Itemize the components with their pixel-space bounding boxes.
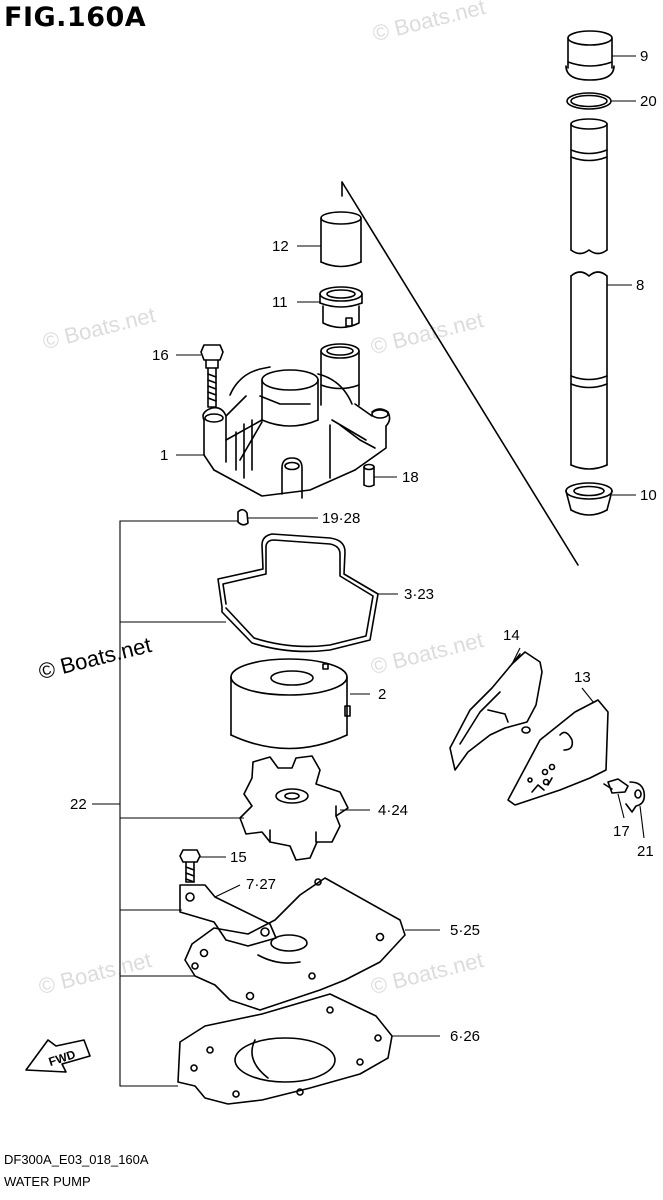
callout-19-28: 19·28 bbox=[322, 510, 360, 527]
part-16-bolt bbox=[200, 344, 224, 408]
callout-20: 20 bbox=[640, 93, 657, 110]
part-13-cover bbox=[507, 699, 609, 806]
callout-4-24: 4·24 bbox=[378, 802, 408, 819]
callout-18: 18 bbox=[402, 469, 419, 486]
callout-10: 10 bbox=[640, 487, 657, 504]
callout-7-27: 7·27 bbox=[246, 876, 276, 893]
part-4-impeller bbox=[239, 755, 349, 861]
part-19-key bbox=[237, 508, 249, 526]
part-9-bushing bbox=[565, 30, 615, 81]
callout-21: 21 bbox=[637, 843, 654, 860]
callout-15: 15 bbox=[230, 849, 247, 866]
part-5-plate bbox=[184, 877, 406, 1011]
assembly-diagonal-line bbox=[341, 181, 579, 566]
callout-22: 22 bbox=[70, 796, 87, 813]
callout-8: 8 bbox=[636, 277, 644, 294]
callout-1: 1 bbox=[160, 447, 168, 464]
part-6-gasket bbox=[177, 993, 393, 1105]
part-2-liner bbox=[230, 658, 351, 750]
part-21-clamp bbox=[625, 781, 646, 813]
part-11-insert bbox=[319, 286, 363, 329]
callout-16: 16 bbox=[152, 347, 169, 364]
callout-6-26: 6·26 bbox=[450, 1028, 480, 1045]
callout-5-25: 5·25 bbox=[450, 922, 480, 939]
figure-code: DF300A_E03_018_160A bbox=[4, 1152, 149, 1167]
part-20-o-ring bbox=[566, 92, 612, 110]
part-15-bolt bbox=[179, 849, 201, 883]
callout-3-23: 3·23 bbox=[404, 586, 434, 603]
part-7-plate bbox=[179, 884, 277, 947]
part-18-pin bbox=[363, 463, 375, 488]
callout-14: 14 bbox=[503, 627, 520, 644]
figure-title: FIG.160A bbox=[4, 2, 147, 33]
part-17-screw bbox=[603, 778, 629, 794]
callout-11: 11 bbox=[272, 294, 288, 311]
callout-13: 13 bbox=[574, 669, 591, 686]
callout-17: 17 bbox=[613, 823, 630, 840]
part-14-guide-plate bbox=[449, 651, 543, 771]
callout-12: 12 bbox=[272, 238, 289, 255]
part-8-water-tube-lower bbox=[570, 271, 608, 470]
part-1-pump-case bbox=[202, 343, 391, 499]
part-10-grommet bbox=[565, 482, 613, 516]
part-8-water-tube-upper bbox=[570, 118, 608, 255]
callout-2: 2 bbox=[378, 686, 386, 703]
figure-name: WATER PUMP bbox=[4, 1174, 91, 1189]
group-bracket-22 bbox=[119, 520, 238, 1087]
part-3-seal-ring bbox=[217, 533, 379, 653]
fwd-arrow-icon bbox=[25, 1039, 91, 1073]
callout-9: 9 bbox=[640, 48, 648, 65]
part-12-sleeve bbox=[320, 211, 362, 268]
